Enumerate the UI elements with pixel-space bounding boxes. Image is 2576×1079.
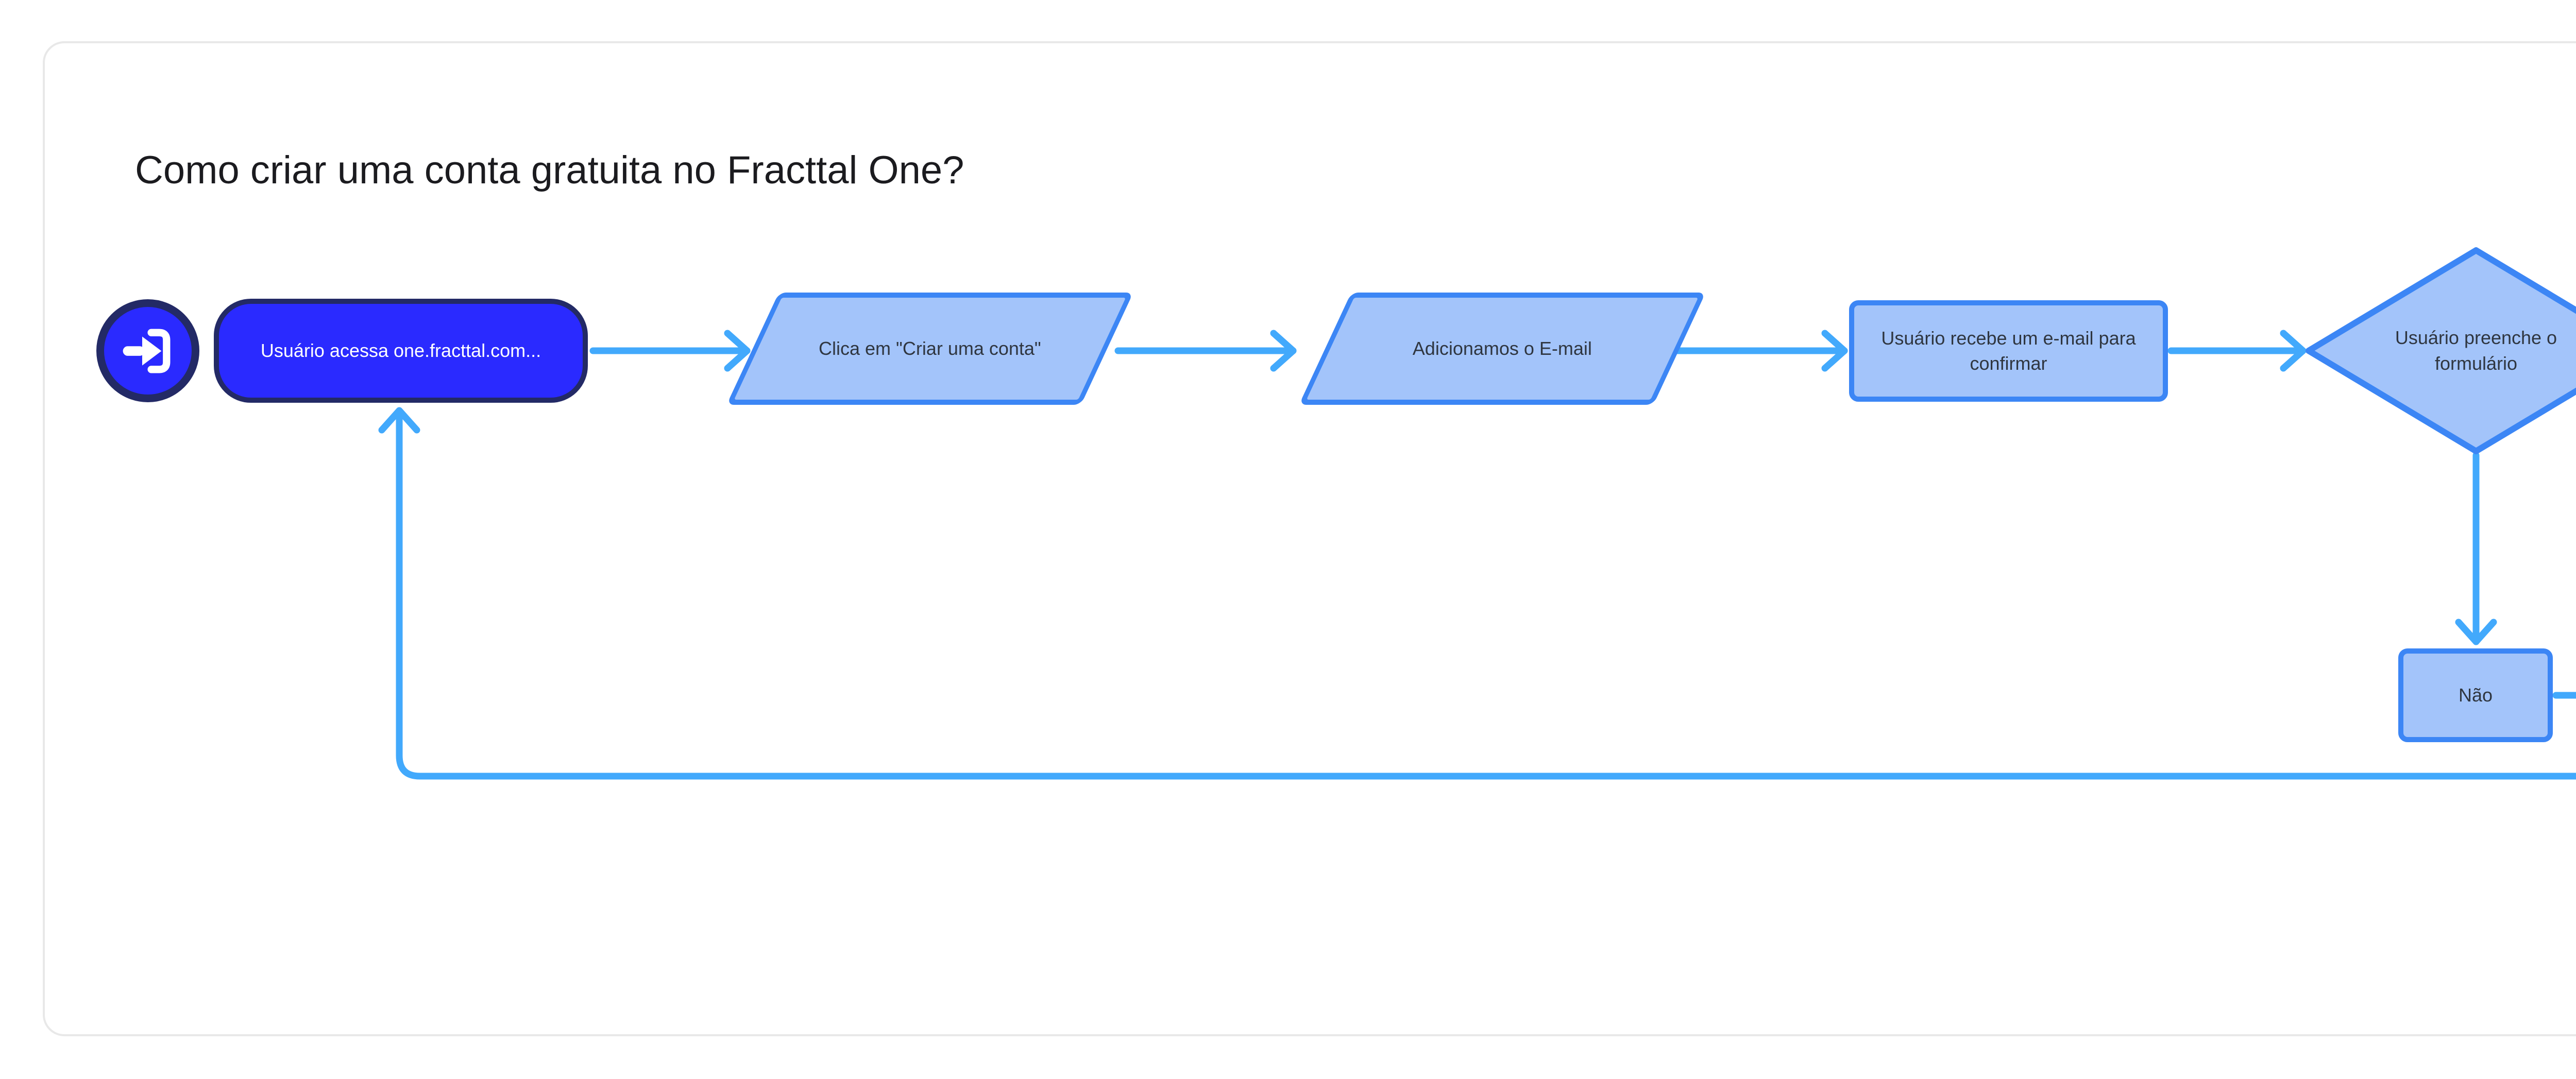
connector-email-to-receive — [1667, 330, 1848, 372]
node-access-label: Usuário acessa one.fracttal.com... — [260, 339, 541, 361]
arrowhead-down-icon — [2455, 619, 2497, 645]
start-node[interactable] — [96, 299, 199, 402]
node-no-label: Não — [2458, 684, 2493, 706]
page-title: Como criar uma conta gratuita no Fractta… — [135, 148, 964, 192]
node-no[interactable]: Não — [2398, 648, 2553, 742]
node-receive-email-label: Usuário recebe um e-mail para confirmar — [1881, 327, 2136, 374]
node-add-email-label: Adicionamos o E-mail — [1412, 337, 1592, 359]
node-click-create[interactable]: Clica em "Criar uma conta" — [726, 293, 1133, 405]
arrowhead-right-icon — [1270, 330, 1297, 372]
arrowhead-up-icon — [378, 407, 420, 434]
flowchart-card: Como criar uma conta gratuita no Fractta… — [43, 41, 2576, 1036]
connector-access-to-click — [589, 330, 751, 372]
node-access[interactable]: Usuário acessa one.fracttal.com... — [214, 299, 588, 403]
node-fill-form-shape[interactable] — [2306, 247, 2576, 454]
node-click-create-label: Clica em "Criar uma conta" — [819, 337, 1041, 359]
arrowhead-right-icon — [1821, 330, 1848, 372]
connector-no-to-token — [2552, 692, 2576, 699]
arrowhead-right-icon — [2280, 330, 2307, 372]
connector-token-loop-to-access — [378, 407, 2576, 780]
connector-form-to-no — [2455, 452, 2497, 645]
connector-click-to-email — [1114, 330, 1297, 372]
node-fill-form-label-box: Usuário preenche o formulário — [2360, 304, 2576, 397]
connector-receive-to-form — [2167, 330, 2307, 372]
node-fill-form-label: Usuário preenche o formulário — [2395, 327, 2557, 374]
login-icon — [123, 329, 171, 373]
arrowhead-right-icon — [724, 330, 751, 372]
node-receive-email[interactable]: Usuário recebe um e-mail para confirmar — [1849, 300, 2168, 402]
node-add-email[interactable]: Adicionamos o E-mail — [1299, 293, 1706, 405]
